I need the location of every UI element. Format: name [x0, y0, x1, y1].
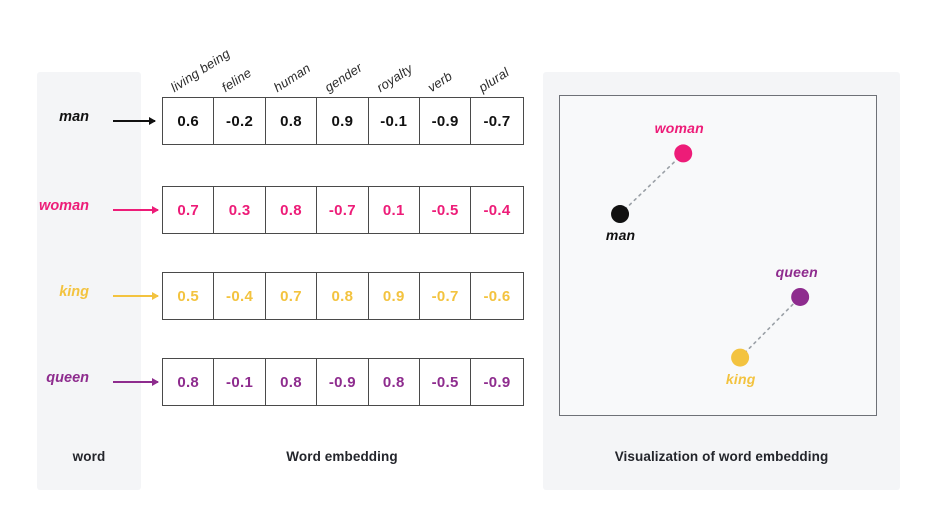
column-header-gender: gender [322, 59, 366, 95]
cell-king-plural: -0.6 [483, 287, 511, 305]
cell-man-feline: -0.2 [214, 98, 266, 144]
cell-woman-human: 0.8 [266, 187, 318, 233]
row-label-king: king [59, 284, 89, 300]
cell-woman-living-being: 0.7 [163, 187, 215, 233]
cell-queen-gender: -0.9 [317, 359, 369, 405]
cell-king-verb: -0.7 [420, 273, 472, 319]
cell-king-human: 0.7 [266, 273, 318, 319]
cell-man-gender: 0.9 [317, 98, 369, 144]
caption-word: word [72, 449, 106, 464]
arrow-icon-queen [113, 377, 159, 386]
scatter-label-woman: woman [654, 120, 704, 137]
cell-woman-gender: -0.7 [317, 187, 369, 233]
caption-word-embedding: Word embedding [286, 449, 398, 464]
scatter-point-queen[interactable] [791, 287, 810, 306]
cell-queen-plural: -0.9 [483, 373, 511, 391]
scatter-point-woman[interactable] [674, 144, 693, 163]
cell-man-human: 0.8 [266, 98, 318, 144]
scatter-point-man[interactable] [611, 205, 630, 224]
row-label-man: man [59, 109, 89, 125]
cell-king-living-being: 0.5 [163, 273, 215, 319]
connector-king-queen [739, 296, 801, 359]
cell-man-royalty: -0.1 [369, 98, 420, 144]
cell-queen-royalty: 0.8 [369, 359, 420, 405]
scatter-svg [611, 144, 810, 367]
arrow-icon-man [113, 116, 156, 125]
column-header-feline: feline [219, 64, 255, 95]
scatter-point-king[interactable] [731, 348, 750, 367]
cell-king-feline: -0.4 [214, 273, 266, 319]
scatter-plot: man woman king queen [559, 95, 877, 416]
cell-woman-plural: -0.4 [483, 201, 511, 219]
cell-queen-human: 0.8 [266, 359, 318, 405]
scatter-label-man: man [605, 227, 636, 244]
word-column-panel [37, 72, 141, 490]
connector-man-woman [619, 152, 685, 215]
cell-king-gender: 0.8 [317, 273, 369, 319]
column-header-royalty: royalty [373, 60, 415, 95]
cell-queen-verb: -0.5 [420, 359, 472, 405]
cell-queen-living-being: 0.8 [163, 359, 215, 405]
cell-man-plural: -0.7 [483, 112, 511, 130]
row-label-queen: queen [46, 370, 89, 386]
cell-man-verb: -0.9 [420, 98, 472, 144]
cell-queen-feline: -0.1 [214, 359, 266, 405]
cell-woman-royalty: 0.1 [369, 187, 420, 233]
cell-woman-verb: -0.5 [420, 187, 472, 233]
scatter-label-queen: queen [775, 263, 818, 280]
cell-man-living-being: 0.6 [163, 98, 215, 144]
column-header-human: human [270, 60, 313, 95]
arrow-icon-king [113, 291, 159, 300]
cell-woman-feline: 0.3 [214, 187, 266, 233]
column-header-plural: plural [476, 64, 513, 95]
cell-king-royalty: 0.9 [369, 273, 420, 319]
column-header-verb: verb [424, 68, 455, 95]
scatter-label-king: king [725, 370, 756, 387]
row-label-woman: woman [39, 198, 89, 214]
caption-visualization: Visualization of word embedding [614, 449, 829, 464]
arrow-icon-woman [113, 205, 159, 214]
